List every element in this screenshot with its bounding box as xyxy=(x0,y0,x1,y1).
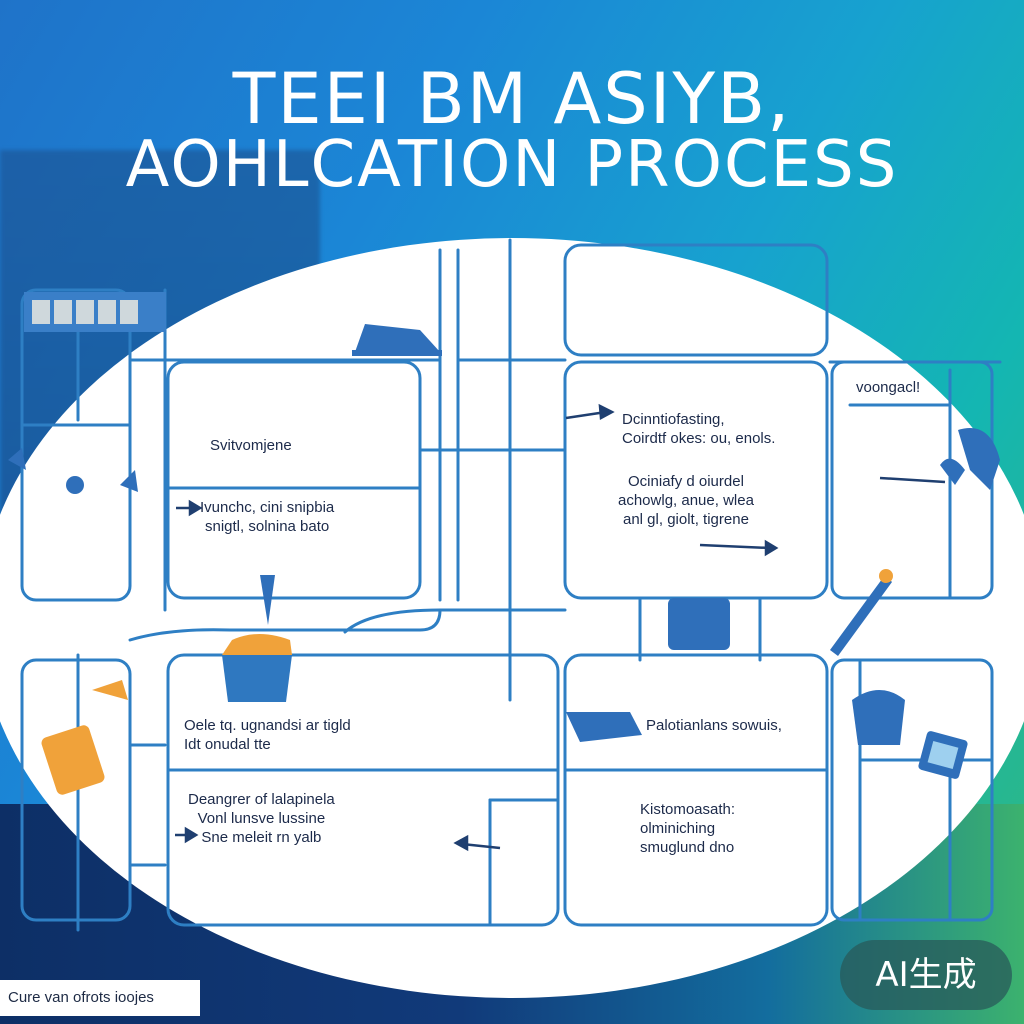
frame-left-top xyxy=(20,288,132,602)
bag-icon xyxy=(852,690,905,745)
footer-caption: Cure van ofrots ioojes xyxy=(0,980,200,1016)
frame-right-bottom xyxy=(830,658,994,922)
panel-7-text: Palotianlans sowuis, xyxy=(646,717,782,734)
tool-icon xyxy=(958,428,1000,490)
panel-1-text: Svitvomjene xyxy=(210,437,292,454)
panel-6-text: Oele tq. ugnandsi ar tigld Idt onudal tt… xyxy=(184,717,351,753)
paper-plane-icon xyxy=(92,680,128,700)
monitor-icon xyxy=(668,598,730,650)
panel-5-text: voongacl! xyxy=(856,379,921,396)
arrow-from-panel-9 xyxy=(461,842,501,850)
ai-generated-badge: AI生成 xyxy=(840,940,1012,1010)
title-line-1: TEEI BM ASIYB, xyxy=(232,58,792,140)
frame-panel-2 xyxy=(563,243,829,357)
frame-panel-1 xyxy=(166,360,422,600)
panel-2-text: Ivunchc, cini snipbia snigtl, solnina ba… xyxy=(200,499,335,535)
frame-panel-7 xyxy=(563,653,829,927)
diagram-area xyxy=(0,238,1024,998)
pen-icon xyxy=(830,575,892,656)
panel-8-text: Deangrer of lalapinela Vonl lunsve lussi… xyxy=(188,791,335,846)
panel-4-text: Ociniafy d oiurdel achowlg, anue, wlea a… xyxy=(618,473,754,528)
panel-3-text: Dcinntiofasting, Coirdtf okes: ou, enols… xyxy=(622,411,776,447)
book-icon xyxy=(41,725,105,795)
title-line-2: AOHLCATION PROCESS xyxy=(125,128,899,202)
basket-icon xyxy=(222,655,292,702)
folder-icon-2 xyxy=(566,712,642,742)
frame-panel-6 xyxy=(166,653,560,927)
frame-left-bottom xyxy=(20,658,132,922)
panel-9-text: Kistomoasath: olminiching smuglund dno xyxy=(640,801,736,856)
folder-icon xyxy=(355,324,440,352)
